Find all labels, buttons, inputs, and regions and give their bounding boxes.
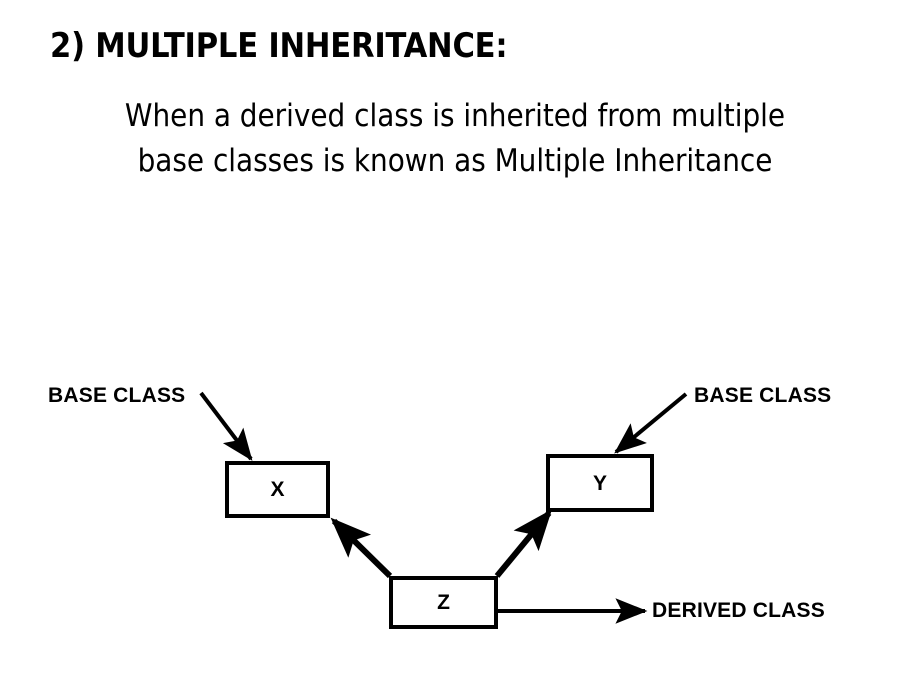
annotation-derived-class: DERIVED CLASS (652, 599, 825, 622)
page-title: 2) MULTIPLE INHERITANCE: (50, 26, 508, 66)
slide-body-text: When a derived class is inherited from m… (60, 94, 850, 184)
class-box-y: Y (546, 454, 654, 512)
class-box-x-label: X (270, 478, 285, 501)
body-line-1: When a derived class is inherited from m… (124, 98, 786, 134)
annotation-base-class-right: BASE CLASS (694, 384, 832, 407)
class-box-z-label: Z (437, 591, 450, 614)
class-box-z: Z (389, 576, 498, 629)
pointer-base-right-to-y (614, 392, 688, 454)
pointer-base-left-to-x (199, 391, 253, 461)
inheritance-arrow-z-to-y (494, 509, 553, 578)
body-line-2: base classes is known as Multiple Inheri… (137, 142, 773, 179)
class-box-x: X (225, 461, 330, 518)
class-box-y-label: Y (592, 471, 607, 495)
inheritance-arrow-z-to-x (330, 517, 393, 579)
annotation-base-class-left: BASE CLASS (48, 384, 186, 407)
